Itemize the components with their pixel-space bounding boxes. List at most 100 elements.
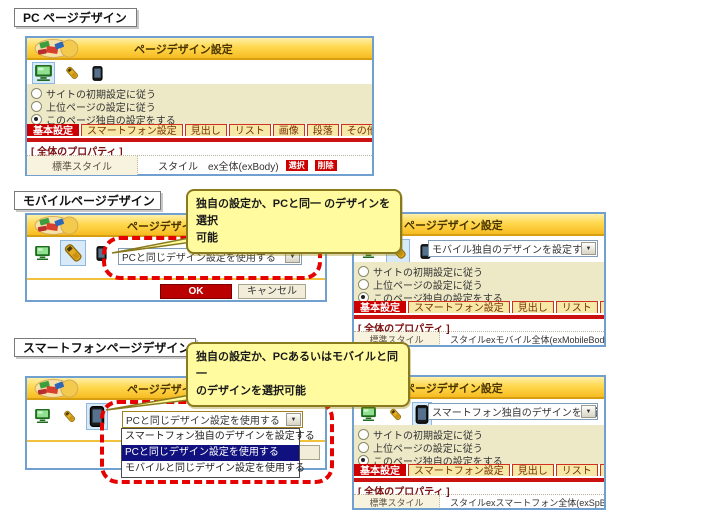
- design-mode-dropdown-list: スマートフォン独自のデザインを設定する PCと同じデザイン設定を使用する モバイ…: [121, 428, 315, 478]
- tab-smartphone-settings[interactable]: スマートフォン設定: [81, 124, 183, 137]
- pc-monitor-icon: [35, 246, 50, 260]
- smartphone-icon: [96, 245, 107, 261]
- radio-label: このページ独自の設定をする: [373, 456, 503, 468]
- design-scope-radio-group: サイトの初期設定に従う 上位ページの設定に従う このページ独自の設定をする: [27, 84, 372, 127]
- dropdown-value: モバイル独自のデザインを設定する: [432, 245, 592, 256]
- tab-list[interactable]: リスト: [555, 464, 598, 477]
- tab-basic[interactable]: 基本設定: [27, 124, 79, 137]
- device-toggle-mobile[interactable]: [60, 240, 86, 266]
- style-value: exスマートフォン全体(exSpBody): [486, 497, 604, 508]
- tab-list[interactable]: リスト: [555, 301, 598, 314]
- dropdown-arrow-icon[interactable]: ▼: [581, 405, 596, 418]
- tab-image[interactable]: 画像: [272, 124, 305, 137]
- device-toggle-pc[interactable]: [32, 243, 53, 263]
- radio-label: このページ独自の設定をする: [46, 115, 176, 127]
- standard-style-row: 標準スタイル スタイル ex全体(exBody) 選択 削除: [27, 155, 372, 175]
- cancel-button[interactable]: キャンセル: [238, 284, 306, 299]
- settings-tab-bar: 基本設定 スマートフォン設定 見出し リスト 画像 段落 その他 エクストラ: [27, 124, 372, 138]
- select-style-button[interactable]: 選択: [285, 160, 308, 171]
- radio-button[interactable]: [31, 87, 42, 99]
- callout-smartphone: 独自の設定か、PCあるいはモバイルと同一 のデザインを選択可能: [186, 342, 410, 408]
- tab-smartphone-settings[interactable]: スマートフォン設定: [408, 464, 510, 477]
- radio-button[interactable]: [358, 265, 369, 277]
- settings-tab-bar: 基本設定 スマートフォン設定 見出し リスト 画像 段落 その他 エクストラ: [354, 464, 604, 478]
- radio-button[interactable]: [31, 100, 42, 112]
- callout-text-line: 独自の設定か、PCと同一 のデザインを選択: [196, 198, 391, 228]
- mobile-phone-icon: [389, 407, 402, 421]
- smartphone-icon: [89, 405, 105, 427]
- delete-style-button[interactable]: 削除: [314, 160, 337, 171]
- design-mode-dropdown[interactable]: スマートフォン独自のデザインを設定する ▼: [428, 403, 598, 420]
- radio-button[interactable]: [358, 428, 369, 440]
- tab-heading[interactable]: 見出し: [511, 301, 554, 314]
- callout-text-line: のデザインを選択可能: [196, 385, 306, 398]
- radio-button-selected[interactable]: [31, 113, 42, 125]
- standard-style-row: 標準スタイル スタイル exモバイル全体(exMobileBody): [354, 331, 604, 345]
- tab-paragraph[interactable]: 段落: [306, 124, 339, 137]
- dialog-header: ページデザイン設定: [354, 214, 604, 236]
- property-section-header: [ 全体のプロパティ ]: [358, 487, 450, 498]
- dropdown-arrow-icon[interactable]: ▼: [286, 413, 301, 426]
- radio-site-default[interactable]: サイトの初期設定に従う: [358, 265, 604, 279]
- radio-site-default[interactable]: サイトの初期設定に従う: [31, 87, 372, 101]
- app-logo-icon: [34, 39, 79, 58]
- standard-style-label: 標準スタイル: [354, 495, 440, 508]
- property-section-header: [ 全体のプロパティ ]: [358, 324, 450, 335]
- device-toggle-pc[interactable]: [32, 406, 53, 426]
- dropdown-option-same-as-pc[interactable]: PCと同じデザイン設定を使用する: [122, 445, 299, 461]
- tab-basic[interactable]: 基本設定: [354, 301, 406, 314]
- style-prefix: スタイル: [158, 162, 198, 173]
- standard-style-label: 標準スタイル: [27, 156, 138, 175]
- radio-label: 上位ページの設定に従う: [373, 443, 483, 455]
- standard-style-label: 標準スタイル: [354, 332, 440, 345]
- dropdown-arrow-icon[interactable]: ▼: [581, 242, 596, 255]
- tab-smartphone-settings[interactable]: スマートフォン設定: [408, 301, 510, 314]
- style-value: ex全体(exBody): [208, 162, 279, 173]
- tab-list[interactable]: リスト: [228, 124, 271, 137]
- design-mode-dropdown[interactable]: モバイル独自のデザインを設定する ▼: [428, 240, 598, 257]
- radio-parent-page[interactable]: 上位ページの設定に従う: [358, 278, 604, 292]
- radio-site-default[interactable]: サイトの初期設定に従う: [358, 428, 604, 442]
- radio-parent-page[interactable]: 上位ページの設定に従う: [358, 441, 604, 455]
- tab-image[interactable]: 画像: [599, 301, 604, 313]
- radio-label: 上位ページの設定に従う: [46, 102, 156, 114]
- tab-underline-bar: [27, 138, 372, 142]
- section-label-pc: PC ページデザイン: [14, 8, 137, 27]
- dialog-header: ページデザイン設定: [27, 38, 372, 60]
- device-toggle-mobile[interactable]: [62, 63, 82, 83]
- dropdown-value: PCと同じデザイン設定を使用する: [126, 416, 280, 427]
- radio-label: このページ独自の設定をする: [373, 293, 503, 305]
- app-logo-icon: [34, 216, 79, 235]
- mobile-phone-icon: [63, 243, 83, 263]
- dialog-title: ページデザイン設定: [404, 383, 503, 395]
- tab-basic[interactable]: 基本設定: [354, 464, 406, 477]
- smartphone-icon: [92, 65, 103, 81]
- design-mode-dropdown-open[interactable]: PCと同じデザイン設定を使用する ▼: [122, 411, 303, 428]
- radio-parent-page[interactable]: 上位ページの設定に従う: [31, 100, 372, 114]
- device-toggle-mobile[interactable]: [386, 405, 405, 424]
- tab-other[interactable]: その他: [340, 124, 372, 137]
- device-toggle-smartphone[interactable]: [86, 402, 108, 430]
- section-label-mobile: モバイルページデザイン: [14, 191, 161, 210]
- dropdown-value: スマートフォン独自のデザインを設定する: [432, 408, 597, 419]
- radio-button[interactable]: [358, 278, 369, 290]
- device-toggle-mobile[interactable]: [60, 407, 79, 426]
- tab-underline-bar: [354, 478, 604, 482]
- device-toggle-smartphone[interactable]: [93, 243, 110, 264]
- dropdown-option-same-as-mobile[interactable]: モバイルと同じデザイン設定を使用する: [125, 463, 305, 474]
- dialog-title: ページデザイン設定: [134, 44, 233, 56]
- tab-heading[interactable]: 見出し: [511, 464, 554, 477]
- device-toggle-smartphone[interactable]: [89, 63, 106, 84]
- callout-text-line: 可能: [196, 232, 218, 245]
- standard-style-row: 標準スタイル スタイル exスマートフォン全体(exSpBody): [354, 494, 604, 508]
- radio-button[interactable]: [358, 441, 369, 453]
- tab-heading[interactable]: 見出し: [184, 124, 227, 137]
- tab-image[interactable]: 画像: [599, 464, 604, 476]
- pc-monitor-icon: [35, 65, 52, 81]
- device-toggle-pc[interactable]: [32, 62, 55, 84]
- pc-page-design-dialog: ページデザイン設定 サイトの初期設定に従う 上位ページの設定に従う このページ独…: [25, 36, 374, 176]
- dropdown-option-own-design[interactable]: スマートフォン独自のデザインを設定する: [125, 431, 315, 442]
- radio-label: 上位ページの設定に従う: [373, 280, 483, 292]
- ok-button[interactable]: OK: [160, 284, 232, 299]
- style-value: exモバイル全体(exMobileBody): [486, 334, 604, 345]
